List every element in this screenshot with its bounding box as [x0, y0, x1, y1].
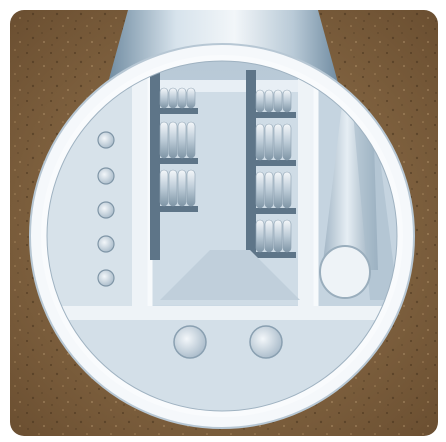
floor-duct — [250, 326, 282, 358]
floor-duct — [174, 326, 206, 358]
cable-tray — [252, 90, 296, 118]
wall-port — [98, 236, 114, 252]
cable-tray — [156, 88, 198, 114]
wall-port — [98, 168, 114, 184]
cable-tray — [252, 220, 296, 258]
wall-port — [98, 270, 114, 286]
wall-port — [98, 132, 114, 148]
wall-port — [98, 202, 114, 218]
